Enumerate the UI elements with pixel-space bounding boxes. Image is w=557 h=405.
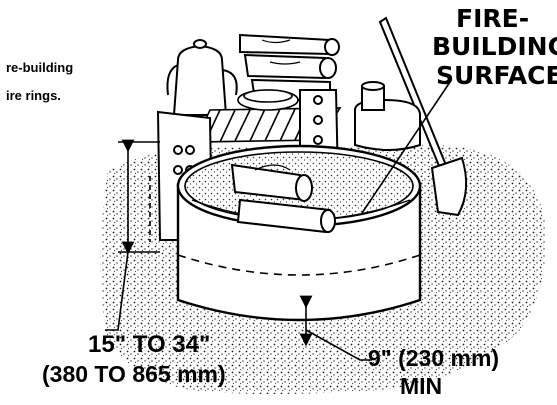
- depth-label-line-2: MIN: [400, 373, 442, 399]
- kettle-illustration: [166, 39, 238, 116]
- surface-label: FIRE- BUILDING SURFACE: [432, 4, 557, 90]
- cooking-pot-illustration: [354, 81, 421, 151]
- depth-label-line-1: 9" (230 mm): [368, 345, 499, 371]
- surface-label-line-3: SURFACE: [436, 61, 557, 90]
- height-label: 15" TO 34" (380 TO 865 mm): [42, 331, 226, 387]
- axe-illustration: [378, 16, 468, 217]
- surface-label-line-2: BUILDING: [432, 32, 557, 61]
- side-caption-line-1: re-building: [6, 60, 73, 75]
- height-dimension: [105, 139, 160, 331]
- depth-dimension: [299, 295, 372, 361]
- surface-leader: [361, 81, 451, 214]
- side-caption-line-2: ire rings.: [6, 88, 61, 103]
- depth-label: 9" (230 mm) MIN: [368, 345, 499, 399]
- fire-ring: [176, 144, 422, 322]
- surface-label-line-1: FIRE-: [456, 4, 529, 33]
- fire-logs: [230, 163, 336, 234]
- side-caption: re-building ire rings.: [6, 60, 73, 103]
- height-label-line-2: (380 TO 865 mm): [42, 361, 226, 387]
- log-stack: [239, 33, 340, 101]
- height-label-line-1: 15" TO 34": [88, 331, 210, 358]
